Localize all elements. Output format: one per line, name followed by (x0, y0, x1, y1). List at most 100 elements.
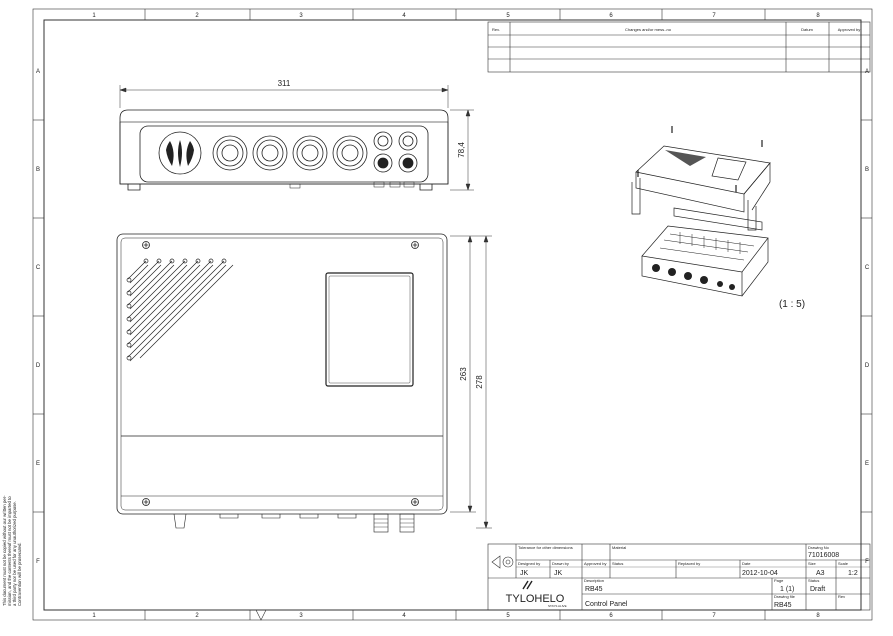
file-status: Draft (810, 586, 825, 593)
projection-symbol-icon (491, 555, 514, 569)
top-view (119, 109, 449, 191)
status-label: Status (612, 561, 623, 566)
row-label: A (36, 69, 40, 75)
dimension-inner-height (450, 235, 476, 513)
screw-icon (142, 498, 150, 506)
row-label: D (36, 363, 41, 369)
cable-gland-icon (212, 135, 248, 171)
company-logo: TYLOHELO STAYS ALIVE (506, 580, 567, 608)
col-label: 3 (299, 613, 303, 619)
row-label: F (865, 559, 869, 565)
col-label: 5 (506, 13, 510, 19)
file-status-label: Status (808, 578, 819, 583)
dimension-outer-height (476, 235, 492, 529)
vent-slots (126, 258, 234, 362)
col-label: 8 (816, 13, 820, 19)
rev-label: Rev (838, 594, 845, 599)
tolerance-label: Tolerance for other dimensions (518, 545, 573, 550)
row-label: C (865, 265, 870, 271)
row-labels-right: A B C D E F (865, 69, 870, 565)
isometric-glands (652, 264, 735, 290)
screw-icon (411, 498, 419, 506)
column-labels-top: 1 2 3 4 5 6 7 8 (92, 13, 820, 19)
description-1: RB45 (585, 586, 603, 593)
title-block-values: 71016008 JK JK 2012-10-04 A3 1:2 RB45 Co… (520, 552, 858, 609)
connector-icon (398, 131, 418, 151)
drawing-file-label: Drawing file (774, 594, 796, 599)
row-label: B (36, 167, 40, 173)
cable-gland-icon (252, 135, 288, 171)
row-label: B (865, 167, 869, 173)
col-label: 1 (92, 13, 96, 19)
scale-note: (1 : 5) (779, 299, 805, 310)
dimension-outer-height-label: 278 (475, 375, 484, 389)
drawing-file: RB45 (774, 602, 792, 609)
title-block (487, 543, 871, 611)
row-label: D (865, 363, 870, 369)
screw-icon (411, 241, 419, 249)
designed-by: JK (520, 570, 529, 577)
row-label: E (865, 461, 869, 467)
date: 2012-10-04 (742, 570, 778, 577)
company-name: TYLOHELO (506, 593, 565, 605)
column-labels-bottom: 1 2 3 4 5 6 7 8 (92, 613, 820, 619)
dimension-height-top (450, 109, 474, 191)
cable-gland-icon (292, 135, 328, 171)
tylo-logo-icon (166, 140, 194, 167)
legal-note-line: Contravention will be prosecuted. (17, 542, 22, 606)
description-2: Control Panel (585, 601, 628, 608)
material-label: Material (612, 545, 626, 550)
col-label: 3 (299, 13, 303, 19)
changes-header: Changes and/or mess.-no (625, 27, 672, 32)
drawing-no-label: Drawing No (808, 545, 830, 550)
row-labels-left: A B C D E F (36, 69, 41, 565)
company-subtitle: STAYS ALIVE (548, 604, 567, 608)
front-view (116, 233, 448, 533)
col-label: 7 (712, 613, 716, 619)
connector-icon (373, 131, 393, 151)
grid-ticks (33, 9, 872, 620)
screw-icon (142, 241, 150, 249)
page-label: Page (774, 578, 784, 583)
isometric-view (631, 126, 771, 297)
revision-table-headers: Rev. Changes and/or mess.-no Datum Appro… (492, 27, 860, 32)
description-label: Description (584, 578, 604, 583)
revision-table (487, 21, 871, 73)
col-label: 7 (712, 13, 716, 19)
col-label: 1 (92, 613, 96, 619)
col-label: 4 (402, 613, 406, 619)
approved-header: Approved by (838, 27, 860, 32)
dimension-width-label: 311 (278, 79, 291, 88)
scale: 1:2 (848, 570, 858, 577)
row-label: C (36, 265, 41, 271)
rev-header: Rev. (492, 27, 500, 32)
col-label: 6 (609, 13, 613, 19)
drawn-by-label: Drawn by (552, 561, 569, 566)
col-label: 4 (402, 13, 406, 19)
legal-note: This document must not be copied without… (2, 486, 22, 606)
page: 1 (1) (780, 586, 794, 593)
row-label: E (36, 461, 40, 467)
sheet-frame (32, 8, 873, 621)
approved-by-label: Approved by (584, 561, 606, 566)
dimension-inner-height-label: 263 (459, 367, 468, 381)
col-label: 8 (816, 613, 820, 619)
date-label: Date (742, 561, 751, 566)
size: A3 (816, 570, 825, 577)
drawing-no: 71016008 (808, 552, 839, 559)
replaced-by-label: Replaced by (678, 561, 700, 566)
cable-gland-icon (332, 135, 368, 171)
row-label: F (36, 559, 40, 565)
dimension-height-top-label: 78,4 (457, 142, 466, 158)
col-label: 2 (195, 613, 199, 619)
center-mark-icon (255, 609, 267, 621)
connector-icon (398, 153, 418, 173)
col-label: 5 (506, 613, 510, 619)
dimension-width (119, 85, 449, 108)
connector-icon (373, 153, 393, 173)
size-label: Size (808, 561, 817, 566)
scale-label: Scale (838, 561, 849, 566)
datum-header: Datum (801, 27, 813, 32)
